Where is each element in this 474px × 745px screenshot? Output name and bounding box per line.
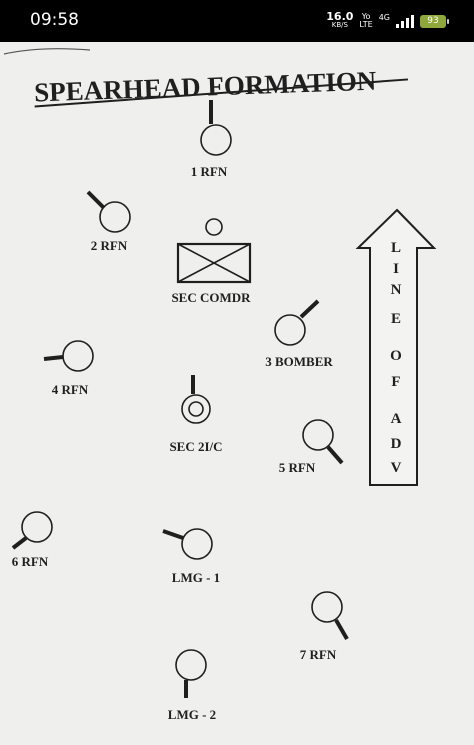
position-lmg2: LMG - 2 <box>168 649 216 722</box>
rifleman-icon <box>302 419 344 465</box>
position-label: 7 RFN <box>300 647 337 662</box>
lmg-icon <box>175 649 207 698</box>
lmg-icon <box>162 528 213 560</box>
position-label: 5 RFN <box>279 460 316 475</box>
arrow-letter: F <box>391 374 400 390</box>
bomber-icon <box>274 299 320 346</box>
signal-bar <box>401 21 404 28</box>
position-label: 1 RFN <box>191 164 228 179</box>
network-speed-unit: KB/S <box>331 21 348 29</box>
position-label: 4 RFN <box>52 382 89 397</box>
signal-bar <box>411 15 414 28</box>
signal-bar <box>396 24 399 28</box>
position-rfn7: 7 RFN <box>300 591 349 662</box>
diagram-title: SPEARHEAD FORMATION <box>34 66 378 108</box>
arrow-letter: A <box>391 411 402 427</box>
arrow-letter: L <box>391 240 401 256</box>
rifleman-icon <box>11 511 53 550</box>
signal-bar <box>406 18 409 28</box>
rifleman-icon <box>200 100 232 156</box>
battery-level: 93 <box>427 16 439 26</box>
position-label: 3 BOMBER <box>265 354 333 369</box>
arrow-letter: N <box>391 282 402 298</box>
rifleman-icon <box>43 340 94 372</box>
position-rfn1: 1 RFN <box>191 100 232 179</box>
status-bar: 09:58 16.0 KB/S Yo LTE 4G 93 <box>0 0 474 42</box>
volte-icon: Yo LTE <box>359 13 372 29</box>
position-label: LMG - 2 <box>168 707 216 722</box>
section-commander-icon <box>176 218 252 284</box>
paper-mark <box>3 48 91 55</box>
rifleman-icon <box>86 190 131 233</box>
position-label: SEC COMDR <box>171 290 251 305</box>
volte-top: Yo <box>361 12 371 21</box>
position-rfn6: 6 RFN <box>11 511 53 569</box>
status-icons: 16.0 KB/S Yo LTE 4G 93 <box>326 8 449 34</box>
network-speed-value: 16.0 <box>326 10 354 23</box>
position-label: 6 RFN <box>12 554 49 569</box>
second-in-command-icon <box>181 375 211 424</box>
position-label: 2 RFN <box>91 238 128 253</box>
volte-bottom: LTE <box>359 20 373 29</box>
position-rfn4: 4 RFN <box>43 340 94 397</box>
battery-icon: 93 <box>420 14 449 28</box>
position-rfn2: 2 RFN <box>86 190 131 253</box>
spearhead-formation-diagram: SPEARHEAD FORMATION 1 RFN 2 RFN SEC COMD… <box>3 48 437 722</box>
position-label: LMG - 1 <box>172 570 220 585</box>
position-lmg1: LMG - 1 <box>162 528 220 585</box>
title-underline <box>34 78 409 108</box>
position-sec-2ic: SEC 2I/C <box>169 375 223 454</box>
position-sec-comdr: SEC COMDR <box>171 218 252 305</box>
arrow-letter: O <box>390 348 402 364</box>
line-of-advance-arrow: L I N E O F A D V <box>355 208 437 486</box>
network-speed: 16.0 KB/S <box>326 10 354 30</box>
network-type: 4G <box>378 12 390 22</box>
position-label: SEC 2I/C <box>169 439 222 454</box>
arrow-letter: D <box>391 436 402 452</box>
arrow-letter: I <box>393 261 399 277</box>
arrow-letter: V <box>391 460 402 476</box>
arrow-letter: E <box>391 311 401 327</box>
rifleman-icon <box>311 591 349 641</box>
status-time: 09:58 <box>30 10 79 30</box>
position-rfn5: 5 RFN <box>279 419 344 475</box>
position-bomber3: 3 BOMBER <box>265 299 333 369</box>
signal-strength-icon <box>396 14 414 28</box>
